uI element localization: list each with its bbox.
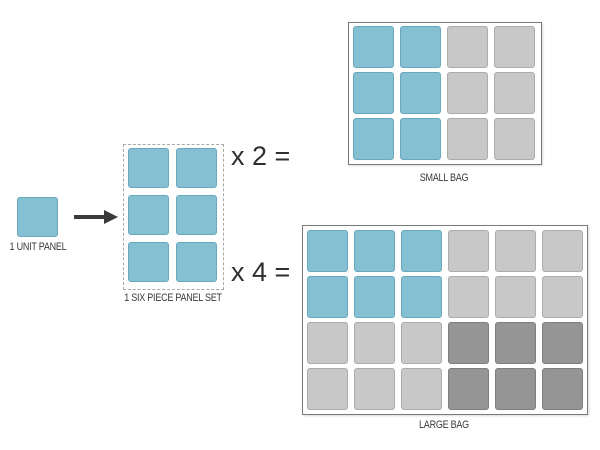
large-bag-panel-light	[542, 276, 583, 318]
small-bag-panel-light	[494, 118, 535, 160]
large-bag-panel-dark	[448, 322, 489, 364]
large-bag-panel-light	[448, 230, 489, 272]
large-bag-panel-light	[354, 368, 395, 410]
small-multiplier: x 2 =	[231, 141, 291, 171]
large-bag-frame	[302, 225, 588, 415]
large-bag-panel-light	[495, 276, 536, 318]
large-bag-panel-blue	[401, 276, 442, 318]
large-multiplier: x 4 =	[231, 257, 291, 287]
small-bag-panel-blue	[400, 118, 441, 160]
six-piece-set-panel-blue	[176, 195, 217, 235]
small-bag-panel-light	[447, 26, 488, 68]
small-bag-panel-light	[447, 72, 488, 114]
large-bag-panel-dark	[542, 368, 583, 410]
large-bag-panel-blue	[307, 276, 348, 318]
large-bag-panel-light	[307, 322, 348, 364]
large-bag-label: LARGE BAG	[419, 419, 469, 431]
small-bag-panel-blue	[400, 72, 441, 114]
large-bag-panel-dark	[542, 322, 583, 364]
large-bag-panel-light	[401, 322, 442, 364]
small-bag-label: SMALL BAG	[419, 172, 469, 184]
six-piece-set-panel-blue	[176, 242, 217, 282]
six-piece-set-label: 1 SIX PIECE PANEL SET	[124, 292, 222, 304]
large-bag-panel-dark	[495, 368, 536, 410]
large-bag-panel-light	[401, 368, 442, 410]
six-piece-set-panel-blue	[128, 148, 169, 188]
small-bag-panel-blue	[353, 118, 394, 160]
six-piece-set-panel-blue	[176, 148, 217, 188]
large-bag-panel-blue	[354, 276, 395, 318]
small-bag-panel-light	[447, 118, 488, 160]
small-bag-panel-light	[494, 26, 535, 68]
small-bag-panel-light	[494, 72, 535, 114]
small-bag-panel-blue	[400, 26, 441, 68]
unit-panel	[17, 197, 58, 237]
six-piece-set-panel-blue	[128, 242, 169, 282]
large-bag-panel-blue	[401, 230, 442, 272]
six-piece-set-outline	[123, 144, 224, 290]
large-bag-panel-dark	[495, 322, 536, 364]
large-bag-panel-dark	[448, 368, 489, 410]
large-bag-panel-blue	[354, 230, 395, 272]
large-bag-panel-light	[307, 368, 348, 410]
small-bag-panel-blue	[353, 72, 394, 114]
arrow-right-icon	[74, 210, 118, 224]
unit-panel-label: 1 UNIT PANEL	[9, 241, 67, 253]
six-piece-set-panel-blue	[128, 195, 169, 235]
large-bag-panel-light	[354, 322, 395, 364]
large-bag-panel-blue	[307, 230, 348, 272]
large-bag-panel-light	[542, 230, 583, 272]
large-bag-panel-light	[495, 230, 536, 272]
large-bag-panel-light	[448, 276, 489, 318]
small-bag-panel-blue	[353, 26, 394, 68]
